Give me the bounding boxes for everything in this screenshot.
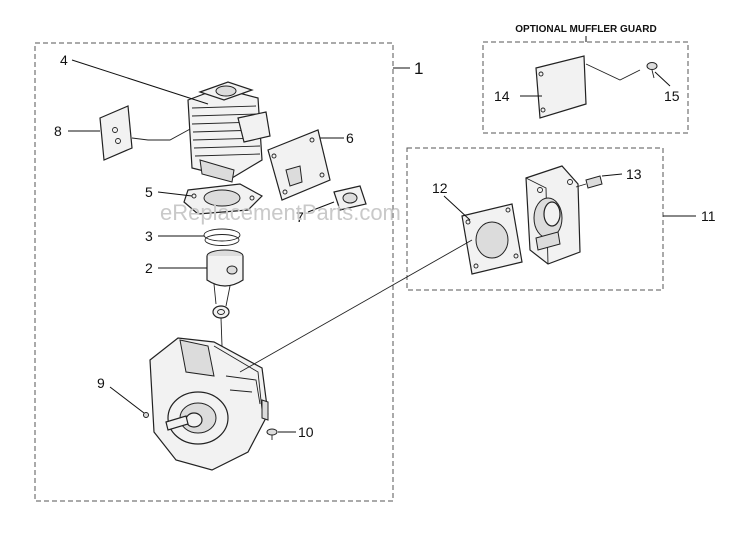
- callout-5: 5: [145, 184, 153, 200]
- part-15-guard-screw: [646, 62, 658, 79]
- callout-2: 2: [145, 260, 153, 276]
- callout-6: 6: [346, 130, 354, 146]
- crankcase: [149, 337, 269, 471]
- muffler-body: [525, 165, 581, 265]
- callout-8: 8: [54, 123, 62, 139]
- callout-1: 1: [414, 59, 423, 78]
- callout-4-leader: [71, 59, 209, 105]
- part-3-piston-rings: [203, 228, 241, 246]
- callout-12: 12: [432, 180, 448, 196]
- part-14-guard-plate: [535, 55, 641, 119]
- part-8-heat-shield: [99, 105, 193, 161]
- part-6-intake-gasket: [267, 129, 331, 201]
- callout-14: 14: [494, 88, 510, 104]
- part-5-base-gasket: [183, 183, 263, 215]
- callout-10: 10: [298, 424, 314, 440]
- part-4-cylinder: [187, 81, 271, 183]
- part-10-screw: [266, 428, 278, 440]
- callout-4: 4: [60, 52, 68, 68]
- callout-9: 9: [97, 375, 105, 391]
- optional-muffler-guard-title: OPTIONAL MUFFLER GUARD: [515, 24, 656, 35]
- part-7-spacer-gasket: [333, 185, 367, 211]
- callout-13-leader: [601, 173, 623, 177]
- callout-3: 3: [145, 228, 153, 244]
- callout-11: 11: [701, 208, 716, 224]
- callout-12-leader: [443, 195, 471, 221]
- callout-15: 15: [664, 88, 680, 104]
- watermark: eReplacementParts.com: [160, 200, 401, 225]
- callout-5-leader: [157, 191, 193, 197]
- part-13-muffler-screw: [575, 175, 603, 189]
- muffler-assembly-group-box: [406, 147, 664, 291]
- callout-7-leader: [307, 201, 335, 213]
- engine-assembly-group-box: [34, 42, 394, 502]
- part-2-piston-con-rod: [206, 249, 244, 347]
- assembly-reference-line: [239, 239, 473, 373]
- callout-15-leader: [654, 71, 671, 87]
- callout-13: 13: [626, 166, 642, 182]
- callout-9-leader: [109, 386, 145, 414]
- callout-7: 7: [296, 209, 304, 225]
- part-12-muffler-gasket: [461, 203, 523, 275]
- muffler-guard-group-box: [482, 41, 689, 134]
- part-9-pin: [143, 412, 149, 418]
